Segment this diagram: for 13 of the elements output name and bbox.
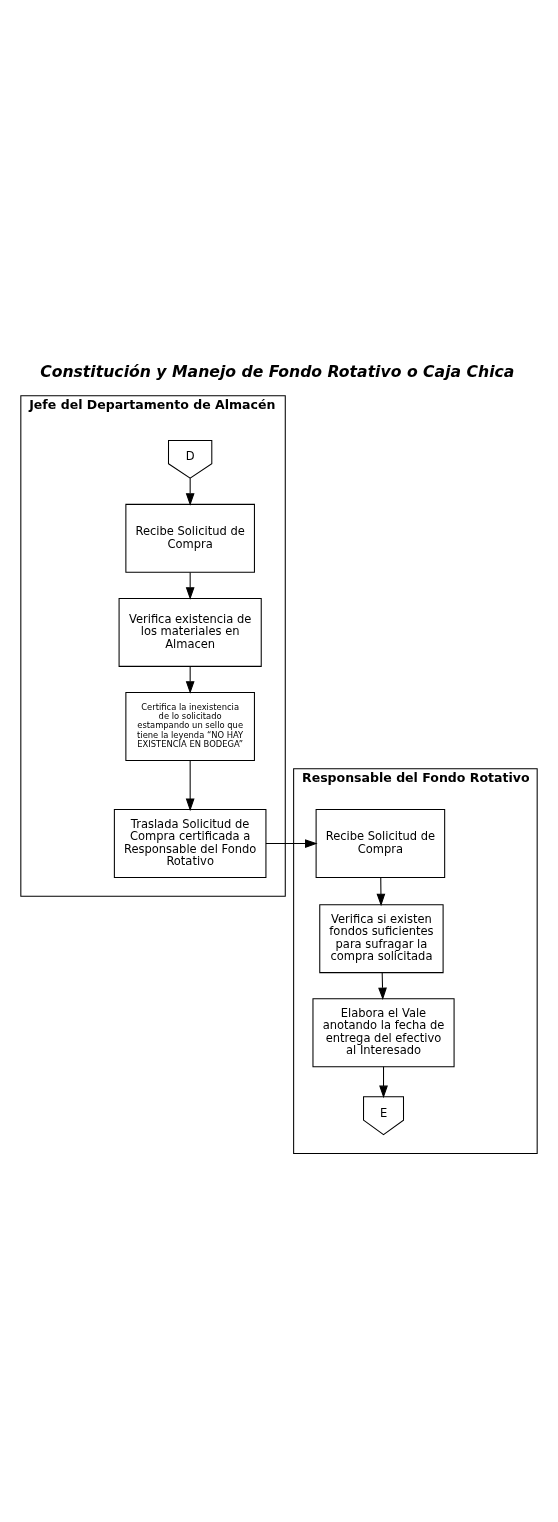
arrow — [379, 1065, 388, 1098]
arrow — [265, 838, 318, 848]
arrow — [185, 759, 195, 811]
arrow — [185, 477, 195, 506]
diagram-title: Constitución y Manejo de Fondo Rotativo o Caja Chica — [40, 361, 515, 381]
node-box: Certifica la inexistencia de lo solicitado estampando un sello que tiene la leyenda “NO HAY EXISTENCIA EN BODEGA” — [125, 691, 255, 761]
node-box: Verifica si existen fondos suficientes para sufragar la compra solicitada — [319, 903, 444, 973]
arrow — [376, 876, 386, 906]
node-box: Traslada Solicitud de Compra certificada a Responsable del Fondo Rotativo — [113, 808, 267, 878]
node-box: Recibe Solicitud de Compra — [315, 808, 446, 878]
node-box: Recibe Solicitud de Compra — [125, 503, 255, 573]
node-box: Elabora el Vale anotando la fecha de entrega del efectivo al Interesado — [312, 997, 455, 1067]
node-box: Verifica existencia de los materiales en Almacen — [118, 597, 262, 667]
